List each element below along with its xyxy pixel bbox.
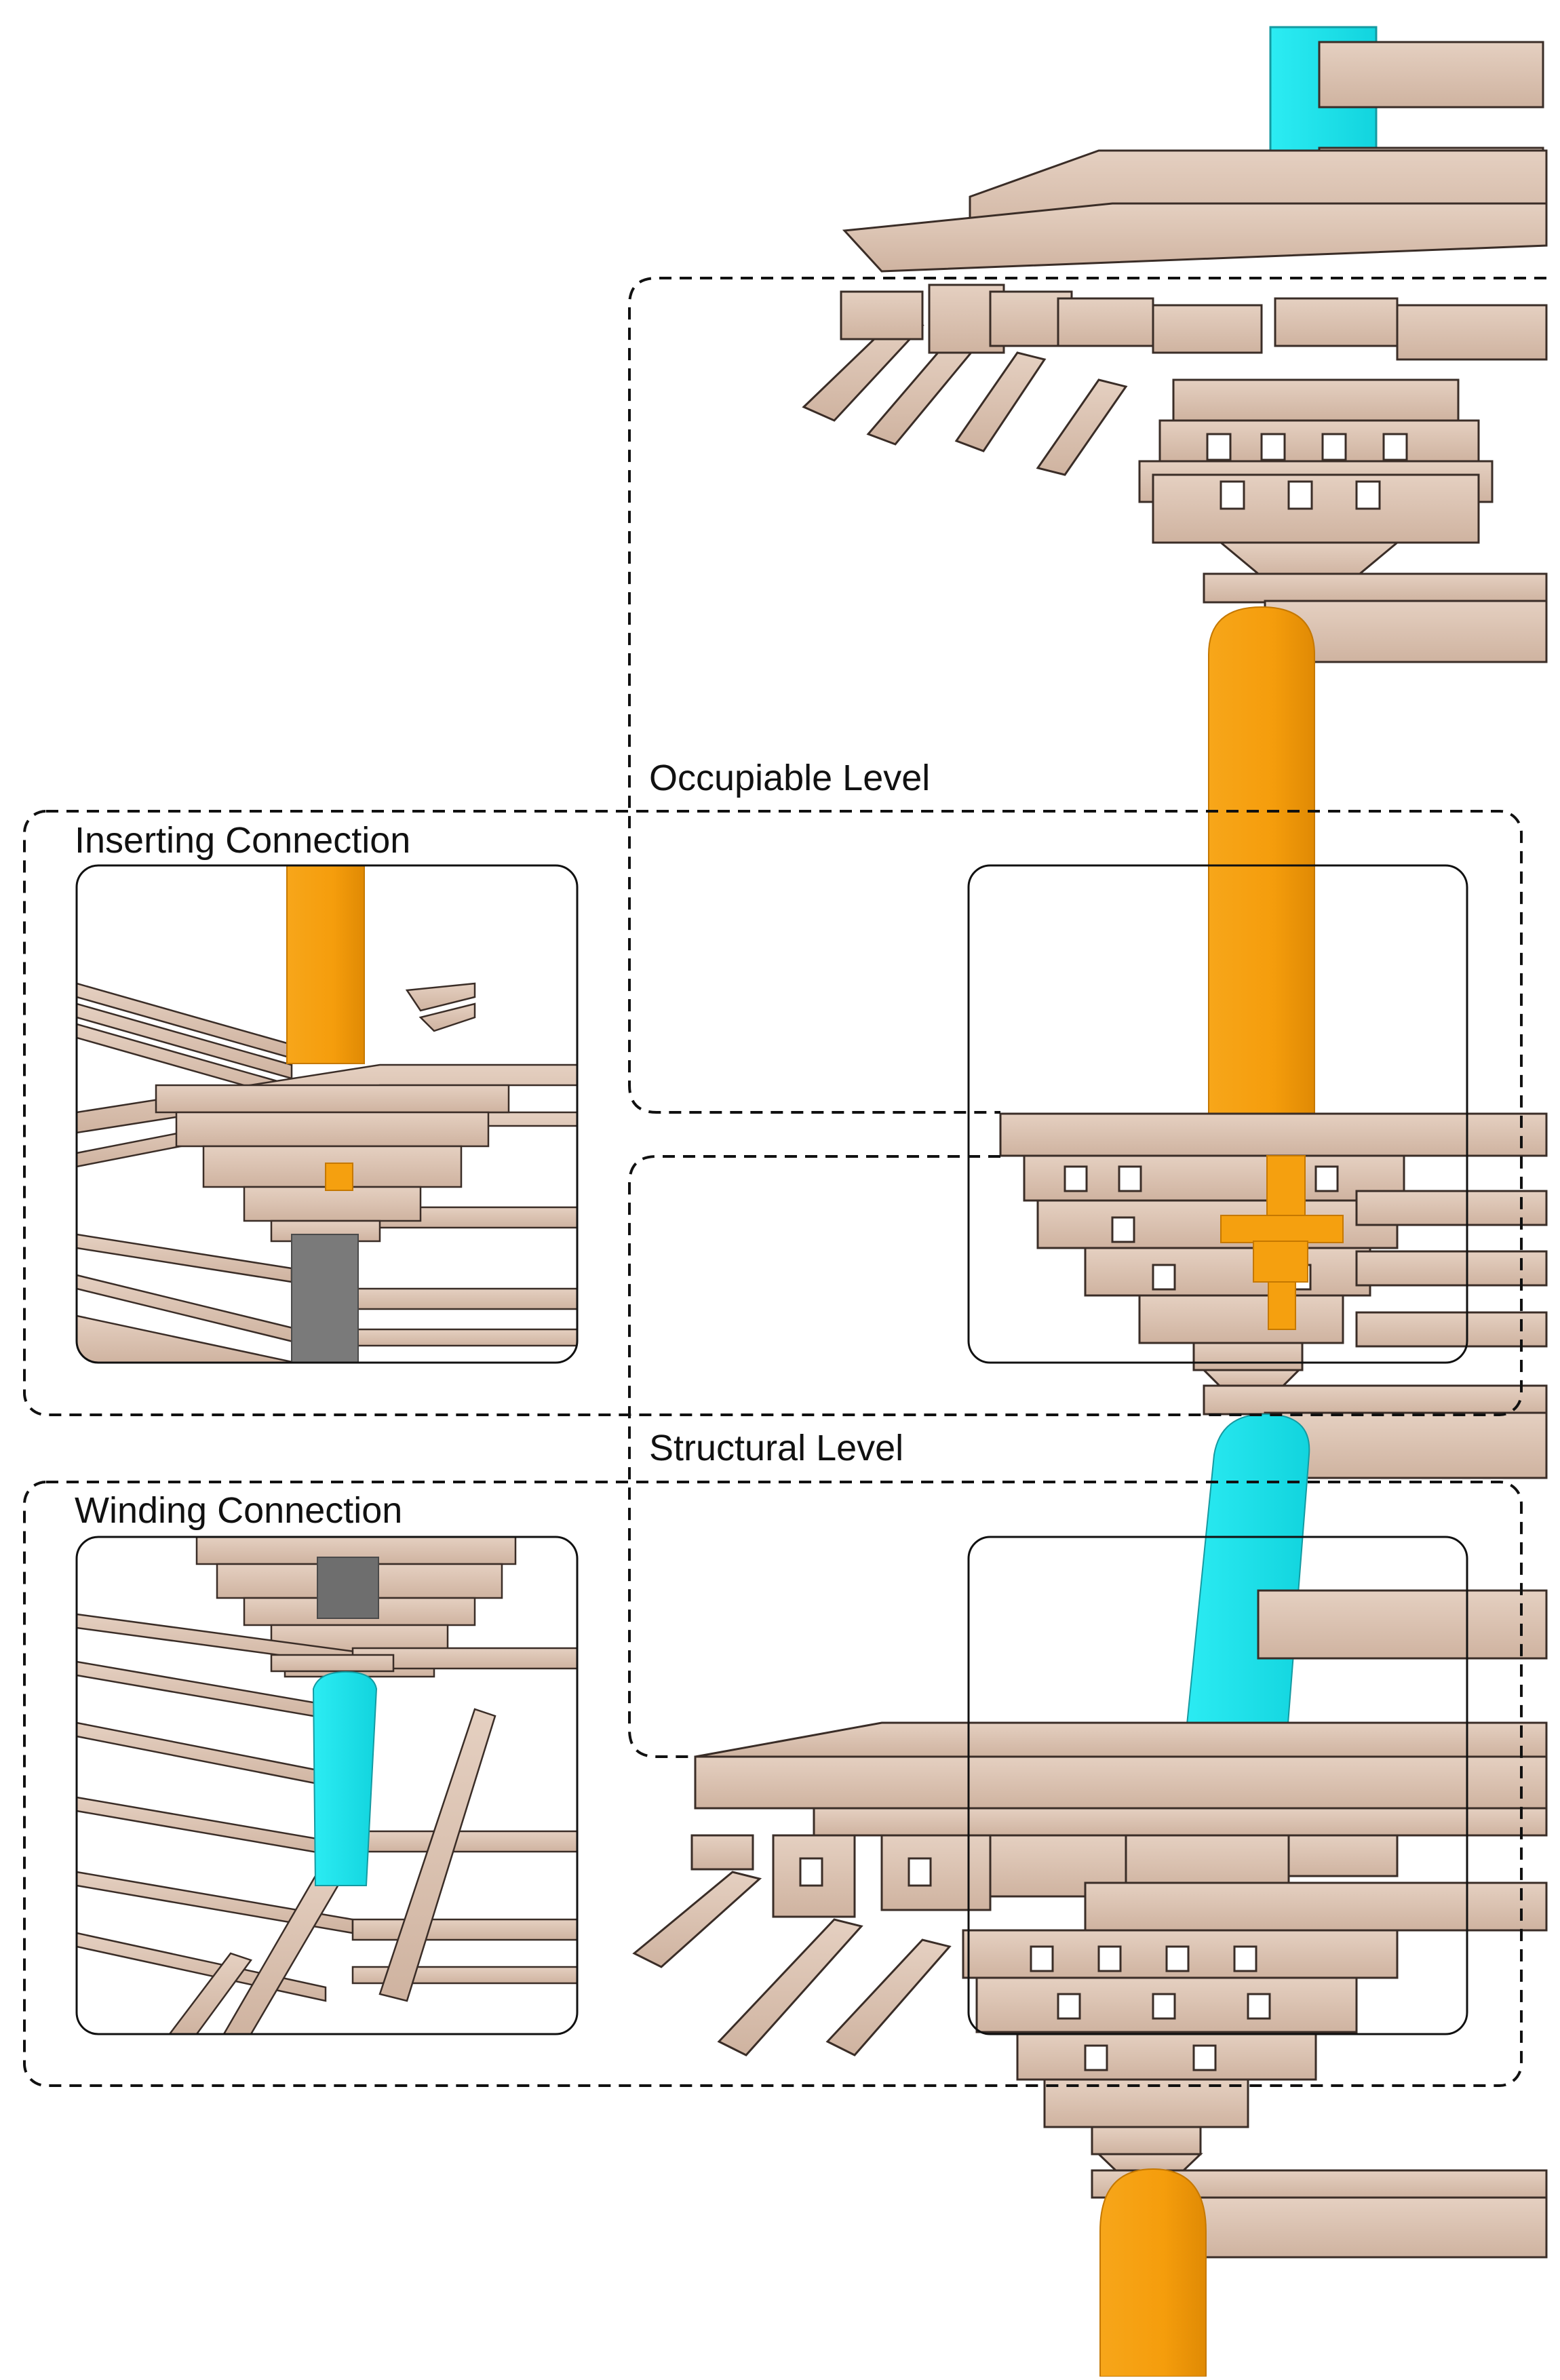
middle-bracket-cluster — [999, 1112, 1548, 1388]
orange-column-lower — [1099, 2168, 1207, 2377]
inserting-connection-region — [23, 810, 1523, 1416]
winding-connection-label: Winding Connection — [75, 1490, 403, 1531]
grey-column — [291, 1234, 359, 1363]
cyan-column-middle — [1182, 1413, 1310, 1759]
structural-level-label: Structural Level — [649, 1428, 904, 1468]
top-beam-1 — [1318, 41, 1544, 109]
structural-level-region — [628, 1155, 1000, 1758]
inserting-connection-inset — [77, 865, 577, 1363]
winding-connection-inset — [77, 1537, 577, 2034]
winding-connection-region — [23, 1481, 1523, 2087]
middle-floor-beams — [1203, 1384, 1548, 1479]
lower-bracket-cluster — [632, 1589, 1548, 2259]
inserting-inset-frame — [75, 864, 579, 1364]
orange-tenon-middle — [1220, 1155, 1344, 1330]
winding-detail-frame — [967, 1536, 1468, 2035]
orange-column-upper — [1208, 606, 1315, 1167]
winding-inset-frame — [75, 1536, 579, 2035]
upper-bracket-cluster — [802, 26, 1548, 663]
inserting-detail-frame — [967, 864, 1468, 1364]
occupiable-level-region — [628, 277, 1546, 1114]
inserting-connection-label: Inserting Connection — [75, 820, 411, 861]
occupiable-level-label: Occupiable Level — [649, 758, 931, 798]
